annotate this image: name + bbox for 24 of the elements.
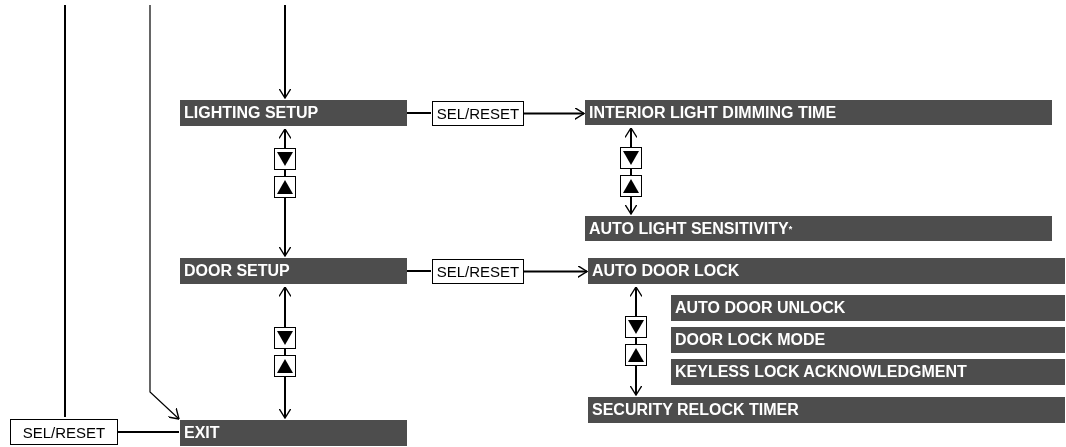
menu-item-bar: EXIT <box>180 420 407 446</box>
button-label-box: SEL/RESET <box>432 259 524 284</box>
menu-item-bar: INTERIOR LIGHT DIMMING TIME <box>585 100 1052 125</box>
connector-line <box>64 4 66 418</box>
menu-item-bar: AUTO DOOR LOCK <box>588 258 1065 284</box>
menu-item-bar: AUTO DOOR UNLOCK <box>671 295 1065 321</box>
arrow <box>629 286 643 396</box>
arrow <box>149 4 180 420</box>
arrow <box>278 286 292 419</box>
connector-line <box>117 431 180 433</box>
menu-item-bar: KEYLESS LOCK ACKNOWLEDGMENT <box>671 359 1065 385</box>
arrow <box>278 4 292 99</box>
connector-line <box>406 112 432 114</box>
menu-item-bar: SECURITY RELOCK TIMER <box>588 397 1065 423</box>
button-label-box: SEL/RESET <box>10 419 118 445</box>
menu-item-bar: DOOR LOCK MODE <box>671 327 1065 353</box>
arrow <box>624 127 638 215</box>
arrow <box>523 264 588 279</box>
menu-item-bar: DOOR SETUP <box>180 258 407 284</box>
menu-item-bar: LIGHTING SETUP <box>180 100 407 126</box>
arrow <box>523 106 585 121</box>
connector-line <box>406 270 432 272</box>
button-label-box: SEL/RESET <box>432 101 524 126</box>
arrow <box>278 128 292 257</box>
